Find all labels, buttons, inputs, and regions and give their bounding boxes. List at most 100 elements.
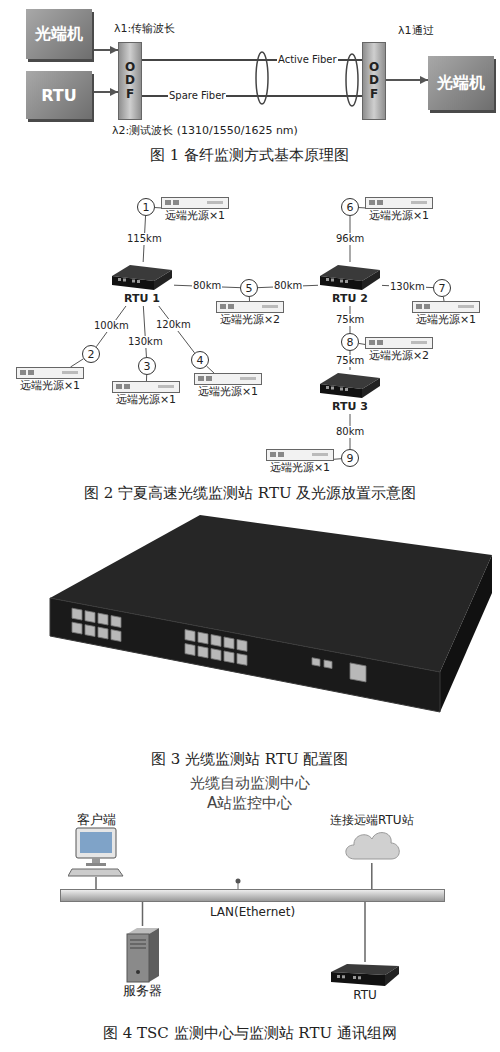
node-text: 远端光源×1: [194, 385, 262, 399]
connector-line: [142, 902, 144, 926]
site-number: 4: [191, 351, 209, 369]
connector-line: [71, 359, 84, 367]
port: [111, 630, 121, 642]
icon-holder: [194, 373, 262, 385]
edge-label: 100km: [93, 320, 130, 332]
port: [198, 646, 208, 658]
edge-label: 130km: [389, 281, 426, 293]
icon-holder: [161, 197, 229, 209]
arrowhead: [420, 76, 428, 84]
rtu-icon: [318, 262, 382, 292]
cloud-icon: [341, 827, 403, 863]
rtu-device: RTU: [329, 962, 401, 1002]
connector: [155, 207, 161, 208]
icon-holder: [112, 381, 180, 393]
icon-holder: [216, 301, 284, 313]
node-text: 2: [88, 349, 95, 360]
connector: [365, 902, 366, 962]
node-text: ODF: [124, 61, 136, 101]
port: [72, 622, 82, 634]
light-source-icon: [365, 197, 433, 209]
node-text: ODF: [368, 61, 380, 101]
site-number: 1: [137, 198, 155, 216]
port: [72, 608, 82, 620]
port: [211, 635, 221, 647]
icon-holder: [266, 449, 334, 461]
site-number: 5: [240, 279, 258, 297]
light-source-icon: [112, 381, 180, 393]
light-source: 远端光源×1: [365, 197, 433, 223]
arrowhead: [110, 46, 118, 54]
light-source-icon: [161, 197, 229, 209]
rtu-station: RTU 2: [318, 262, 382, 306]
connector: [207, 366, 214, 373]
site-number: 8: [341, 333, 359, 351]
connector-line: [146, 375, 147, 381]
rtu-icon: [318, 370, 382, 400]
node-text: RTU 3: [318, 400, 382, 414]
port: [85, 625, 95, 637]
icon-holder: [318, 370, 382, 400]
connector: [92, 46, 118, 54]
port: [312, 658, 320, 667]
device-ports: [72, 608, 366, 688]
node-text: 远端光源×2: [365, 349, 433, 363]
node-text: LAN(Ethernet): [210, 905, 295, 919]
edge-label: 115km: [126, 233, 163, 245]
port: [185, 644, 195, 656]
connector: [92, 88, 118, 96]
node-text: 远端光源×1: [412, 313, 480, 327]
connector-line: [207, 366, 214, 373]
node-text: RTU: [329, 988, 401, 1002]
node-text: RTU: [41, 86, 77, 105]
node-text: 9: [347, 453, 354, 464]
connector-line: [143, 306, 146, 357]
port: [98, 627, 108, 639]
edge-label: 80km: [192, 280, 222, 292]
node-text: 8: [347, 337, 354, 348]
port: [237, 653, 247, 665]
connector-line: [364, 902, 366, 962]
node-text: 远端光源×1: [112, 393, 180, 407]
light-source: 远端光源×1: [16, 367, 84, 393]
terminal-box: 光端机: [428, 56, 494, 110]
rtu-icon: [329, 962, 401, 988]
edge-label: 96km: [335, 233, 365, 245]
connector: [143, 306, 146, 357]
node-text: 4: [197, 355, 204, 366]
icon-holder: [412, 301, 480, 313]
port: [98, 613, 108, 625]
port: [237, 639, 247, 651]
edge-label: 120km: [155, 319, 192, 331]
connector: [334, 458, 341, 460]
node-text: 远端光源×1: [161, 209, 229, 223]
icon-holder: [122, 926, 163, 984]
node-text: 1: [143, 202, 150, 213]
site-number: 2: [82, 345, 100, 363]
edge-label: 80km: [335, 426, 365, 438]
connector: [386, 76, 428, 84]
odf-frame: ODF: [362, 42, 386, 120]
annotation: A站监控中心: [207, 794, 292, 812]
computer-icon: [68, 827, 124, 877]
connector: [71, 359, 84, 367]
terminal-box: 光端机: [26, 9, 92, 59]
lan-dot: [236, 879, 241, 884]
annotation: λ1:传输波长: [114, 22, 175, 35]
icon-holder: [318, 262, 382, 292]
port: [111, 616, 121, 628]
connector-line: [359, 343, 365, 345]
light-source: 远端光源×1: [412, 301, 480, 327]
connector: [359, 207, 365, 208]
connector-line: [359, 207, 365, 208]
node-text: RTU 1: [110, 292, 174, 306]
node-text: RTU 2: [318, 292, 382, 306]
port: [324, 660, 332, 669]
light-source-icon: [16, 367, 84, 379]
rtu-station: RTU 3: [318, 370, 382, 414]
icon-holder: [329, 962, 401, 988]
light-source-icon: [194, 373, 262, 385]
device-side: [440, 555, 492, 712]
connector-line: [334, 458, 341, 460]
connector: [443, 297, 445, 301]
